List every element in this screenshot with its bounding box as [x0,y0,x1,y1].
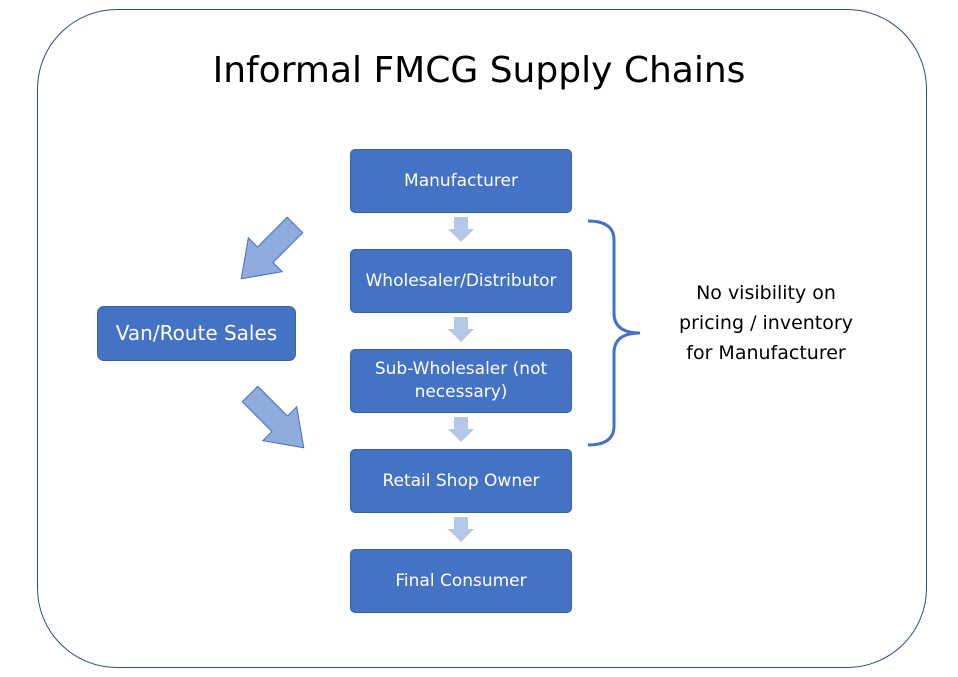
chain-node-final-consumer: Final Consumer [350,549,572,613]
van-route-sales-node: Van/Route Sales [97,306,296,361]
chain-node-wholesaler-distributor: Wholesaler/Distributor [350,249,572,313]
chain-node-sub-wholesaler: Sub-Wholesaler (not necessary) [350,349,572,413]
flow-arrow-1 [448,217,474,242]
no-visibility-note: No visibility on pricing / inventory for… [679,282,853,364]
flow-arrow-2 [448,317,474,342]
side-arrow-to-retail [241,385,305,449]
flow-arrow-4 [448,517,474,542]
chain-node-manufacturer: Manufacturer [350,149,572,213]
side-arrow-to-van-sales [240,216,304,280]
flow-arrow-3 [448,417,474,442]
diagram-title: Informal FMCG Supply Chains [212,50,746,91]
visibility-brace [587,219,641,447]
chain-node-retail-shop-owner: Retail Shop Owner [350,449,572,513]
